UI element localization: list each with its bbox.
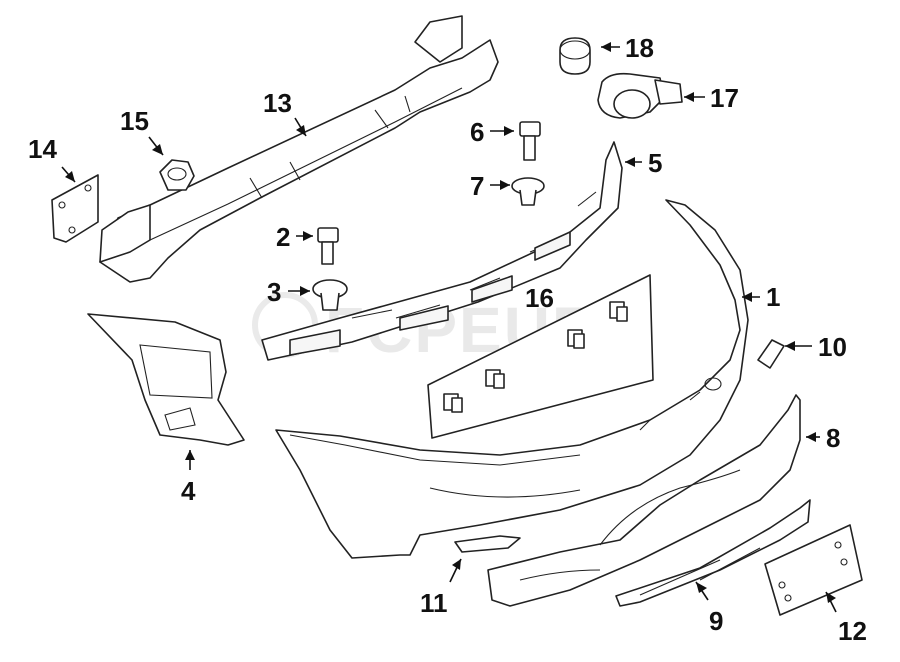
part-2-bolt [317,227,339,265]
part-4-corner-bracket [87,313,245,446]
part-9-lower-bracket [615,499,811,607]
part-17-sensor [597,72,683,119]
clip-set [443,301,628,413]
part-12-plate-bracket [764,524,863,616]
callout-14: 14 [28,134,57,164]
callout-labels: 1 2 3 4 5 6 7 8 9 10 11 12 13 14 15 16 1… [28,33,867,646]
callout-16: 16 [525,283,554,313]
callout-15: 15 [120,106,149,136]
callout-3: 3 [267,277,281,307]
part-3-clip [312,279,348,311]
callout-10: 10 [818,332,847,362]
part-13-reinforcement-beam [99,15,499,283]
callout-13: 13 [263,88,292,118]
callout-8: 8 [826,423,840,453]
callout-9: 9 [709,606,723,636]
callout-5: 5 [648,148,662,178]
part-16-bracket-set [427,274,654,439]
callout-7: 7 [470,171,484,201]
part-11-tow-cover [454,535,521,553]
callout-11: 11 [420,588,448,618]
part-8-lower-valance [487,394,801,607]
part-15-nut [159,159,195,191]
callout-18: 18 [625,33,654,63]
callout-12: 12 [838,616,867,646]
callout-1: 1 [766,282,780,312]
callout-17: 17 [710,83,739,113]
leader-lines [61,42,837,613]
callout-6: 6 [470,117,484,147]
part-7-clip [511,177,545,206]
part-18-grommet [559,37,591,75]
part-5-energy-absorber [261,141,623,361]
part-1-bumper-cover [275,199,749,559]
part-14-bracket [51,174,99,243]
callout-4: 4 [181,476,196,506]
callout-2: 2 [276,222,290,252]
part-6-bolt [519,121,541,161]
part-10-trim [757,339,785,369]
